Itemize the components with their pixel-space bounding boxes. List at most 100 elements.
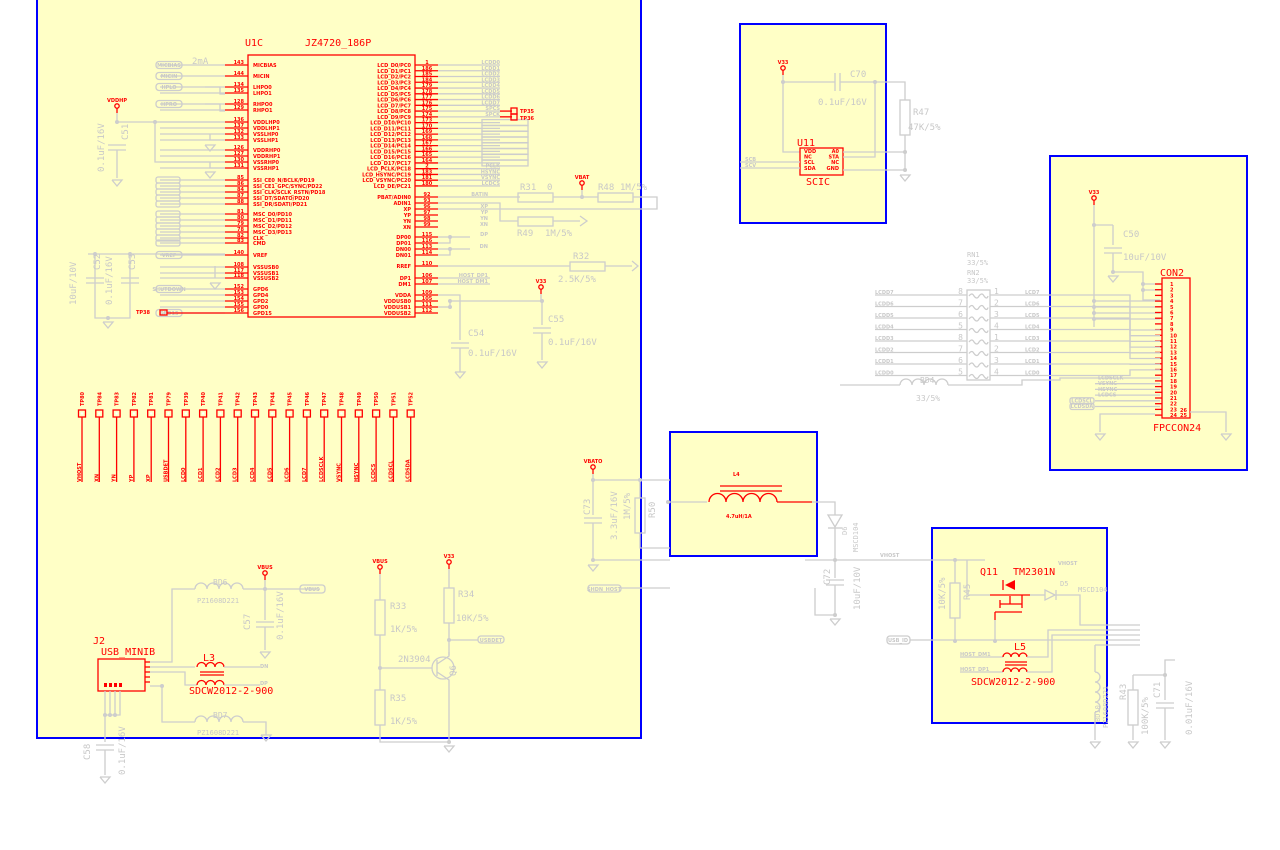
rn-pin-number: 2 [994,345,999,354]
con2-net-label: LCDCS [1098,393,1117,399]
pin-number: 180 [422,181,433,187]
con2-body [1161,277,1191,419]
pin-name: SSI_CLK/SCLK_RSTN/PD18 [253,190,326,196]
junction [666,500,670,504]
rn-left-net: LCDD6 [875,302,894,308]
pin-number: 1 [425,60,429,66]
pin-name: DP00 [396,235,411,241]
con2-pin-number: 3 [1170,293,1174,299]
sheet-scic[interactable] [739,23,887,224]
resistor-zigzag [968,293,989,299]
test-point-net: LCD1 [198,467,204,482]
wire [243,721,267,735]
pin-number: 130 [234,157,245,163]
r45-label: R45 [963,584,973,600]
test-point-ref: TP50 [374,391,380,406]
rn-left-net: LCDD5 [875,313,894,319]
q6-value: 2N3904 [398,655,431,665]
pin-number: 154 [234,296,245,302]
c70-value: 0.1uF/16V [818,98,867,108]
net-label: HOST_DM1 [457,279,488,285]
resistor-body [1127,689,1139,726]
j2-body [97,658,146,692]
j2-shield-pin [104,683,107,687]
pin-name: YN [402,219,411,225]
c54-label: C54 [468,329,484,339]
rn-pin-number: 6 [958,310,963,319]
net-label: XP [480,204,488,210]
test-point-ref: TP46 [305,391,311,406]
bd6-label: BD6 [213,578,228,587]
bd7-value: PZ1608D221 [197,729,239,737]
pin-number: 133 [234,135,245,141]
ground-symbol [899,174,912,183]
rn-pin-number: 8 [958,287,963,296]
pin-name: GPD4 [253,293,269,299]
u11-pin-name: VDD [804,149,816,155]
vhost-net-label: VHOST [880,553,900,559]
net-label: DN [480,244,488,250]
test-point-hole [167,412,170,415]
pin-name: SSI_CE0_N/BCLK/PD19 [253,178,315,184]
con2-ref: CON2 [1160,268,1184,279]
sheet-boost[interactable] [669,431,818,557]
wire [436,671,450,742]
test-point-hole [340,412,343,415]
net-label-box [155,239,181,247]
host-vhost-net-label: VHOST [1058,561,1078,567]
pin-name: MSC_D2/PD12 [253,224,292,230]
pin-name: LCD_PCLK/PC18 [367,167,412,173]
pin-number: 134 [234,82,245,88]
net-label-box [155,234,181,242]
con2-pin-number: 23 [1170,407,1177,413]
pin-number: 84 [237,187,244,193]
con2-net-label: VSYNC [1098,381,1117,387]
con2-pin-number: 15 [1170,362,1177,368]
pin-number: 118 [234,273,245,279]
tp36-pad [510,113,518,121]
u11-ref: U11 [797,138,815,149]
offsheet-arrow [579,215,589,227]
wire [782,82,800,153]
wire [814,588,835,616]
pin-name: LCD_D6/PC6 [377,98,411,104]
wire [1133,659,1175,676]
test-point-net: LCD0 [181,467,187,482]
net-label: DP [480,232,488,238]
pin-name: MSC_D3/PD13 [253,230,292,236]
rn-pin-number: 7 [958,345,963,354]
test-point-ref: TP82 [132,391,138,406]
pin-number: 167 [422,141,433,147]
test-point-net: LCD7 [302,467,308,482]
pin-number: 166 [422,146,433,152]
junction [448,305,452,309]
c71-label: C71 [1153,682,1163,698]
pin-number: 83 [237,238,244,244]
pin-name: LCD_D13/PC13 [370,138,411,144]
pin-name: VDDUSB2 [384,311,412,317]
pin-name: GPD15 [253,311,272,317]
con2-pin-number: 6 [1170,311,1174,317]
pin-number: 152 [234,284,245,290]
sheet-main[interactable] [36,0,642,739]
con2-net-label: HSYNC [1098,387,1118,393]
rn-pin-number: 1 [994,333,999,342]
wire [990,369,1160,377]
j2-shield-pin [114,683,117,687]
net-label: LCDD3 [481,77,500,83]
net-label: GPD15 [160,311,179,317]
test-point-ref: TP80 [80,391,86,406]
pin-number: 178 [422,89,433,95]
pin-number: 186 [422,66,433,72]
r31-label: R31 [520,183,536,193]
net-label-box [155,250,183,260]
test-point-hole [201,412,205,415]
wire [438,294,461,340]
pin-name: LHPO0 [253,85,272,91]
pin-name: DP1 [400,276,412,282]
pin-number: 78 [237,227,244,233]
pin-name: VSSLHP0 [253,132,279,138]
test-point-hole [323,412,326,415]
c51-value: 0.1uF/16V [97,123,107,172]
wire [1027,634,1140,673]
